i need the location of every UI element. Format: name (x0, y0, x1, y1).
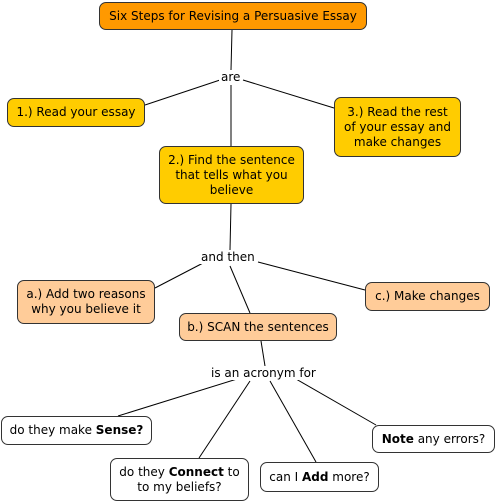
title-node: Six Steps for Revising a Persuasive Essa… (99, 2, 367, 30)
substep-c-node: c.) Make changes (365, 282, 490, 311)
line-acronym-sense (117, 378, 238, 417)
line-step2-andthen (229, 203, 232, 251)
line-acronym-add (269, 380, 317, 463)
scan-note-node: Note any errors? (372, 425, 495, 453)
line-acronym-note (295, 378, 377, 426)
scan-add-post: more? (328, 469, 370, 484)
line-andthen-b (229, 265, 251, 314)
scan-add-bold: Add (301, 469, 329, 484)
line-acronym-connect (198, 380, 251, 459)
link-label-and-then: and then (199, 250, 257, 264)
scan-sense-text: do they make Sense? (10, 423, 144, 438)
scan-connect-node: do they Connect to to my beliefs? (110, 458, 249, 501)
line-andthen-a (154, 261, 206, 289)
step-1-text: 1.) Read your essay (16, 105, 136, 119)
title-text: Six Steps for Revising a Persuasive Essa… (109, 8, 357, 23)
scan-sense-pre: do they make (9, 423, 96, 437)
scan-connect-text: do they Connect to to my beliefs? (119, 465, 239, 495)
scan-connect-bold: Connect (168, 464, 224, 479)
scan-add-text: can I Add more? (269, 470, 369, 485)
step-2-text: 2.) Find the sentence that tells what yo… (168, 152, 295, 197)
scan-connect-post: to to my beliefs? (137, 464, 240, 494)
line-are-step3 (242, 79, 335, 109)
line-title-are (230, 29, 233, 71)
step-2-node: 2.) Find the sentence that tells what yo… (159, 146, 304, 204)
scan-connect-pre: do they (119, 464, 169, 479)
scan-note-bold: Note (381, 431, 414, 446)
scan-note-text: Note any errors? (382, 432, 486, 447)
scan-add-pre: can I (269, 469, 302, 484)
step-1-node: 1.) Read your essay (7, 98, 145, 127)
step-3-node: 3.) Read the rest of your essay and make… (334, 97, 461, 157)
substep-b-node: b.) SCAN the sentences (179, 313, 337, 341)
scan-note-post: any errors? (413, 431, 486, 446)
line-are-step1 (144, 79, 221, 106)
line-b-acronym (260, 340, 266, 367)
link-label-acronym: is an acronym for (209, 366, 318, 380)
substep-a-text: a.) Add two reasons why you believe it (26, 287, 146, 316)
substep-a-node: a.) Add two reasons why you believe it (17, 280, 155, 324)
link-label-are: are (219, 70, 243, 84)
line-andthen-c (257, 261, 366, 291)
scan-sense-bold: Sense? (95, 423, 144, 437)
substep-b-text: b.) SCAN the sentences (187, 319, 329, 334)
scan-add-node: can I Add more? (260, 462, 379, 492)
scan-sense-node: do they make Sense? (1, 416, 152, 445)
step-3-text: 3.) Read the rest of your essay and make… (344, 104, 451, 149)
substep-c-text: c.) Make changes (375, 289, 480, 303)
